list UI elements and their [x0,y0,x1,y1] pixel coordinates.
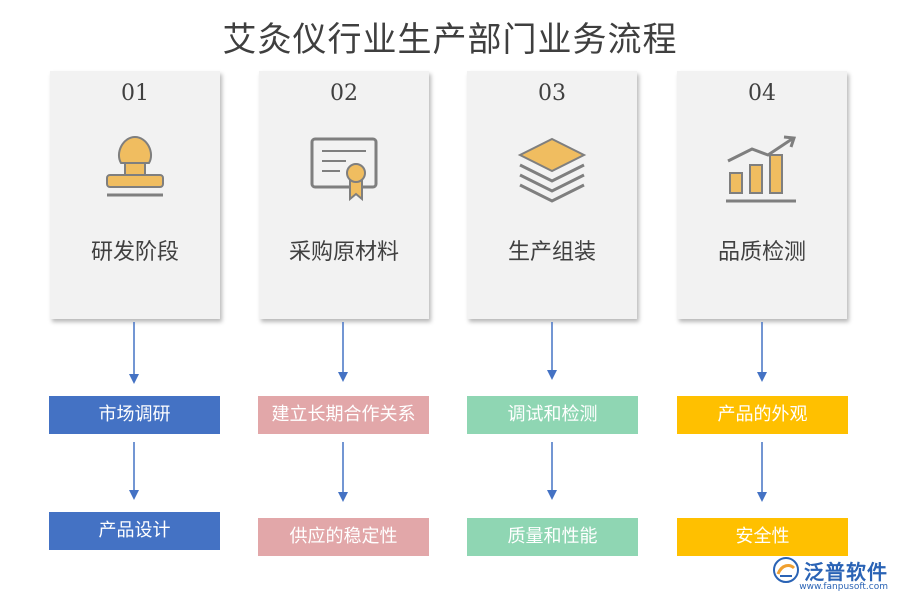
arrow-down-icon [547,322,557,380]
stage-number: 01 [121,81,149,106]
arrow-down-icon [338,442,348,502]
stage-number: 02 [330,81,358,106]
step-box-1-2: 产品设计 [49,512,220,550]
step-box-4-2: 安全性 [677,518,848,556]
growth-chart-icon [726,135,797,203]
stage-label: 采购原材料 [288,240,399,265]
arrow-down-icon [757,322,767,382]
brand-url: www.fanpusoft.com [799,582,888,592]
arrow-down-icon [129,322,139,384]
stage-label: 研发阶段 [90,240,179,265]
step-box-3-1: 调试和检测 [467,396,638,434]
stage-card-1: 01 研发阶段 [50,71,220,319]
stage-label: 品质检测 [717,240,806,265]
stamp-icon [106,135,164,197]
stage-card-4: 04 品质检测 [677,71,847,319]
fanpu-logo-icon [773,557,799,583]
arrow-down-icon [129,442,139,500]
layers-icon [517,137,587,203]
stage-number: 04 [748,81,776,106]
arrow-down-icon [547,442,557,500]
page-title: 艾灸仪行业生产部门业务流程 [222,20,678,60]
step-box-4-1: 产品的外观 [677,396,848,434]
stage-card-2: 02 采购原材料 [259,71,429,319]
arrow-down-icon [757,442,767,502]
stage-label: 生产组装 [507,240,596,265]
arrow-down-icon [338,322,348,382]
brand-logo: 泛普软件 www.fanpusoft.com [772,554,888,592]
step-box-2-2: 供应的稳定性 [258,518,429,556]
step-box-1-1: 市场调研 [49,396,220,434]
step-box-3-2: 质量和性能 [467,518,638,556]
certificate-icon [310,137,378,202]
stage-number: 03 [538,81,566,106]
step-box-2-1: 建立长期合作关系 [258,396,429,434]
stage-card-3: 03 生产组装 [467,71,637,319]
brand-name: 泛普软件 [804,559,888,584]
